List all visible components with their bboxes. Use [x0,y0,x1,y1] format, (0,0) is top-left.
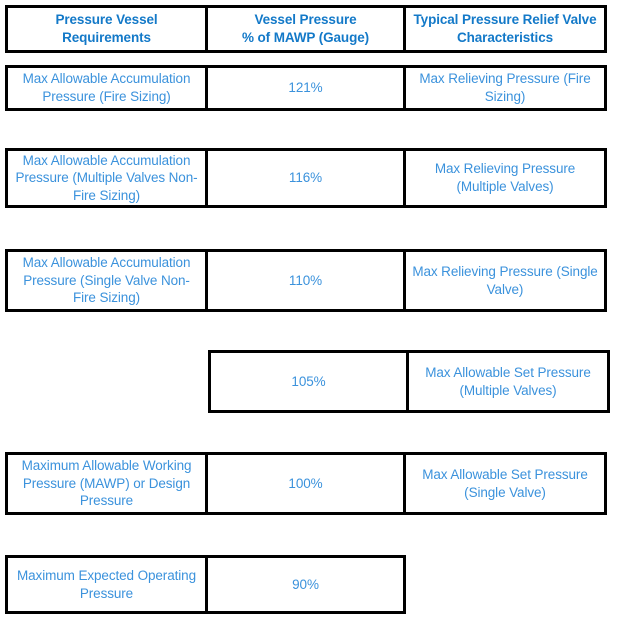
header-label-vessel-pressure-line1: Vessel Pressure [254,12,357,28]
row-cell-vessel-pressure: 110% [205,249,406,312]
row-value-vessel-pressure: 121% [288,80,323,96]
row-cell-vessel-pressure: 121% [205,65,406,111]
header-label-relief-valve: Typical Pressure Relief Valve Characteri… [414,11,597,46]
header-label-relief-valve-line1: Typical Pressure Relief Valve [413,12,597,28]
header-label-vessel-pressure: Vessel Pressure % of MAWP (Gauge) [242,11,369,46]
row-label-relief-valve: Max Relieving Pressure (Multiple Valves) [434,161,576,194]
row-cell-vessel-pressure: 105% [208,350,409,413]
table-row: Maximum Expected Operating Pressure 90% [5,555,610,614]
row-value-vessel-pressure: 116% [288,170,323,186]
header-label-vessel-pressure-line2: % of MAWP (Gauge) [241,30,370,45]
table-row: 105% Max Allowable Set Pressure (Multipl… [5,350,610,413]
row-cell-relief-valve: Max Relieving Pressure (Multiple Valves) [403,148,607,208]
row-cell-requirement: Max Allowable Accumulation Pressure (Fir… [5,65,208,111]
row-label-requirement: Max Allowable Accumulation Pressure (Fir… [22,71,191,104]
table-row: Maximum Allowable Working Pressure (MAWP… [5,452,607,515]
row-label-requirement: Max Allowable Accumulation Pressure (Sin… [22,255,191,306]
header-cell-relief-valve: Typical Pressure Relief Valve Characteri… [403,5,607,53]
row-label-requirement: Maximum Expected Operating Pressure [17,567,196,601]
row-cell-vessel-pressure: 90% [205,555,406,614]
row-cell-relief-valve: Max Relieving Pressure (Single Valve) [403,249,607,312]
row-value-vessel-pressure: 105% [291,373,326,389]
row-cell-relief-valve-empty [406,555,610,614]
table-row: Max Allowable Accumulation Pressure (Fir… [5,65,607,111]
row-label-requirement: Maximum Allowable Working Pressure (MAWP… [21,458,192,509]
header-label-relief-valve-line2: Characteristics [456,30,554,45]
row-label-requirement: Max Allowable Accumulation Pressure (Mul… [15,152,198,203]
row-cell-requirement: Max Allowable Accumulation Pressure (Mul… [5,148,208,208]
row-cell-requirement: Maximum Allowable Working Pressure (MAWP… [5,452,208,515]
row-value-vessel-pressure: 100% [288,475,323,491]
row-label-relief-valve: Max Allowable Set Pressure (Single Valve… [422,466,588,500]
header-label-requirements: Pressure Vessel Requirements [55,12,158,45]
row-cell-relief-valve: Max Allowable Set Pressure (Multiple Val… [406,350,610,413]
table-header-row: Pressure Vessel Requirements Vessel Pres… [5,5,607,53]
row-value-vessel-pressure: 110% [288,272,323,288]
row-cell-vessel-pressure: 116% [205,148,406,208]
row-cell-requirement: Maximum Expected Operating Pressure [5,555,208,614]
row-cell-relief-valve: Max Relieving Pressure (Fire Sizing) [403,65,607,111]
table-row: Max Allowable Accumulation Pressure (Mul… [5,148,607,208]
row-cell-vessel-pressure: 100% [205,452,406,515]
row-label-relief-valve: Max Allowable Set Pressure (Multiple Val… [425,364,591,398]
header-cell-vessel-pressure: Vessel Pressure % of MAWP (Gauge) [205,5,406,53]
row-cell-relief-valve: Max Allowable Set Pressure (Single Valve… [403,452,607,515]
table-row: Max Allowable Accumulation Pressure (Sin… [5,249,607,312]
row-label-relief-valve: Max Relieving Pressure (Single Valve) [412,263,598,297]
header-cell-requirements: Pressure Vessel Requirements [5,5,208,53]
row-value-vessel-pressure: 90% [292,576,319,592]
row-cell-requirement-empty [5,350,208,413]
row-cell-requirement: Max Allowable Accumulation Pressure (Sin… [5,249,208,312]
row-label-relief-valve: Max Relieving Pressure (Fire Sizing) [419,71,591,104]
